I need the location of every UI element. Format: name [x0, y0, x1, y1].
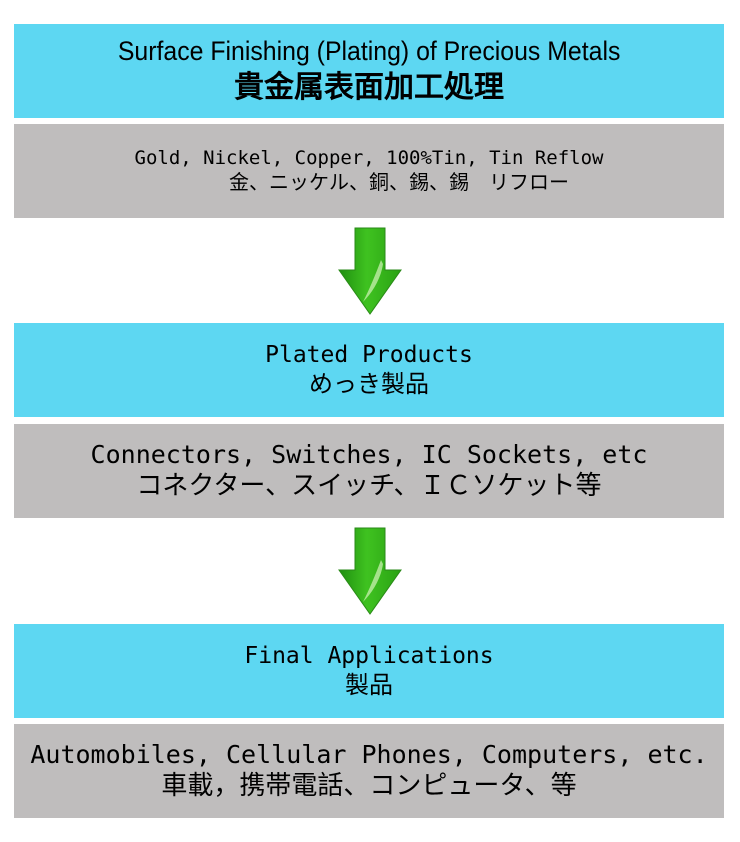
stage1-header-jp: 貴金属表面加工処理: [234, 70, 504, 106]
down-arrow-icon: [338, 227, 402, 315]
stage2-header-jp: めっき製品: [309, 370, 429, 399]
stage1-header-en: Surface Finishing (Plating) of Precious …: [117, 36, 621, 67]
stage1-detail-box: Gold, Nickel, Copper, 100%Tin, Tin Reflo…: [14, 124, 724, 218]
stage2-header-en: Plated Products: [265, 341, 473, 368]
stage3-header-en: Final Applications: [244, 642, 494, 669]
stage2-detail-jp: コネクター、スイッチ、ＩＣソケット等: [136, 471, 602, 502]
stage1-detail-jp: 金、ニッケル、銅、錫、錫 リフロー: [229, 170, 569, 195]
stage1-header-box: Surface Finishing (Plating) of Precious …: [14, 24, 724, 118]
stage1-detail-en: Gold, Nickel, Copper, 100%Tin, Tin Reflo…: [134, 146, 604, 169]
stage3-detail-en: Automobiles, Cellular Phones, Computers,…: [30, 740, 708, 770]
stage2-detail-box: Connectors, Switches, IC Sockets, etc コネ…: [14, 424, 724, 518]
down-arrow-icon: [338, 527, 402, 615]
stage3-header-box: Final Applications 製品: [14, 624, 724, 718]
stage2-detail-en: Connectors, Switches, IC Sockets, etc: [90, 440, 648, 470]
stage3-detail-jp: 車載，携帯電話、コンピュータ、等: [161, 771, 577, 802]
stage3-header-jp: 製品: [345, 671, 393, 700]
stage2-header-box: Plated Products めっき製品: [14, 323, 724, 417]
stage3-detail-box: Automobiles, Cellular Phones, Computers,…: [14, 724, 724, 818]
